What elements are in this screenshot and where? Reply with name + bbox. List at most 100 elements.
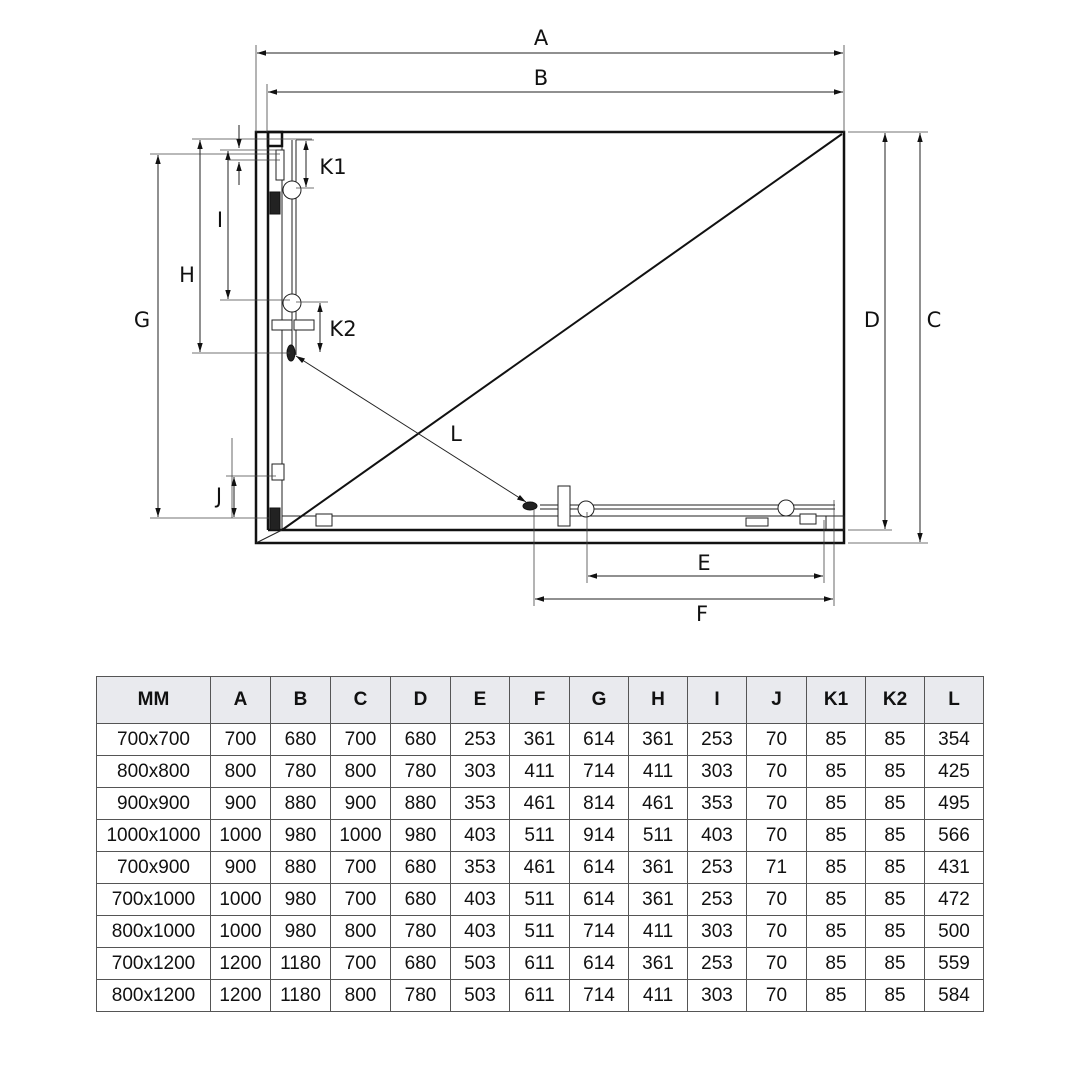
- dimension-l: L: [295, 355, 527, 503]
- dimension-b: B: [266, 66, 843, 132]
- value-cell-k2: 85: [865, 819, 925, 852]
- value-cell-l: 495: [924, 787, 984, 820]
- value-cell-k2: 85: [865, 851, 925, 884]
- size-cell: 700x1200: [96, 947, 211, 980]
- value-cell-f: 461: [509, 787, 570, 820]
- value-cell-k1: 85: [806, 755, 866, 788]
- value-cell-j: 70: [746, 915, 807, 948]
- value-cell-g: 714: [569, 979, 629, 1012]
- value-cell-h: 361: [628, 883, 688, 916]
- column-header-mm: MM: [96, 676, 211, 724]
- column-header-h: H: [628, 676, 688, 724]
- value-cell-c: 800: [330, 915, 391, 948]
- value-cell-k2: 85: [865, 979, 925, 1012]
- value-cell-i: 253: [687, 723, 747, 756]
- value-cell-d: 680: [390, 723, 451, 756]
- dimension-k2: K2: [296, 301, 357, 352]
- label-k2: K2: [329, 317, 356, 341]
- value-cell-k1: 85: [806, 979, 866, 1012]
- value-cell-g: 614: [569, 947, 629, 980]
- value-cell-c: 800: [330, 979, 391, 1012]
- value-cell-e: 403: [450, 819, 510, 852]
- value-cell-e: 303: [450, 755, 510, 788]
- value-cell-i: 253: [687, 947, 747, 980]
- label-c: C: [927, 308, 942, 332]
- column-header-i: I: [687, 676, 747, 724]
- value-cell-a: 1000: [210, 819, 271, 852]
- value-cell-d: 780: [390, 755, 451, 788]
- label-j: J: [214, 484, 222, 508]
- dimension-k1: K1: [296, 139, 347, 189]
- dimension-top-offset: [228, 125, 280, 185]
- value-cell-g: 614: [569, 883, 629, 916]
- size-cell: 700x700: [96, 723, 211, 756]
- label-e: E: [697, 551, 710, 575]
- value-cell-a: 1200: [210, 979, 271, 1012]
- value-cell-k2: 85: [865, 947, 925, 980]
- value-cell-g: 814: [569, 787, 629, 820]
- value-cell-i: 353: [687, 787, 747, 820]
- value-cell-d: 780: [390, 915, 451, 948]
- value-cell-k1: 85: [806, 883, 866, 916]
- value-cell-f: 361: [509, 723, 570, 756]
- value-cell-j: 70: [746, 819, 807, 852]
- value-cell-j: 70: [746, 787, 807, 820]
- value-cell-l: 472: [924, 883, 984, 916]
- label-i: I: [217, 208, 223, 232]
- value-cell-k1: 85: [806, 851, 866, 884]
- value-cell-d: 680: [390, 883, 451, 916]
- value-cell-c: 900: [330, 787, 391, 820]
- value-cell-d: 980: [390, 819, 451, 852]
- value-cell-b: 980: [270, 819, 331, 852]
- value-cell-h: 361: [628, 723, 688, 756]
- dimension-d: D: [848, 133, 892, 531]
- size-cell: 800x1200: [96, 979, 211, 1012]
- value-cell-e: 403: [450, 883, 510, 916]
- value-cell-b: 880: [270, 787, 331, 820]
- dimension-c: C: [848, 131, 942, 544]
- value-cell-l: 431: [924, 851, 984, 884]
- value-cell-k2: 85: [865, 755, 925, 788]
- size-cell: 900x900: [96, 787, 211, 820]
- value-cell-i: 303: [687, 979, 747, 1012]
- label-h: H: [179, 263, 195, 287]
- dimension-e: E: [586, 512, 825, 583]
- label-b: B: [534, 66, 548, 90]
- value-cell-b: 1180: [270, 947, 331, 980]
- value-cell-a: 1000: [210, 883, 271, 916]
- value-cell-i: 303: [687, 755, 747, 788]
- value-cell-i: 253: [687, 883, 747, 916]
- label-l: L: [450, 422, 462, 446]
- column-header-k1: K1: [806, 676, 866, 724]
- label-k1: K1: [319, 155, 346, 179]
- value-cell-e: 353: [450, 787, 510, 820]
- size-cell: 700x1000: [96, 883, 211, 916]
- column-header-j: J: [746, 676, 807, 724]
- value-cell-k1: 85: [806, 787, 866, 820]
- value-cell-e: 503: [450, 947, 510, 980]
- value-cell-h: 411: [628, 979, 688, 1012]
- value-cell-i: 403: [687, 819, 747, 852]
- value-cell-a: 700: [210, 723, 271, 756]
- dimension-g: G: [134, 153, 280, 519]
- value-cell-f: 511: [509, 819, 570, 852]
- value-cell-a: 900: [210, 787, 271, 820]
- value-cell-a: 900: [210, 851, 271, 884]
- value-cell-c: 1000: [330, 819, 391, 852]
- value-cell-e: 353: [450, 851, 510, 884]
- size-cell: 800x1000: [96, 915, 211, 948]
- column-header-f: F: [509, 676, 570, 724]
- value-cell-g: 714: [569, 915, 629, 948]
- value-cell-d: 680: [390, 947, 451, 980]
- value-cell-k2: 85: [865, 787, 925, 820]
- value-cell-g: 614: [569, 851, 629, 884]
- column-header-c: C: [330, 676, 391, 724]
- value-cell-c: 700: [330, 723, 391, 756]
- value-cell-i: 253: [687, 851, 747, 884]
